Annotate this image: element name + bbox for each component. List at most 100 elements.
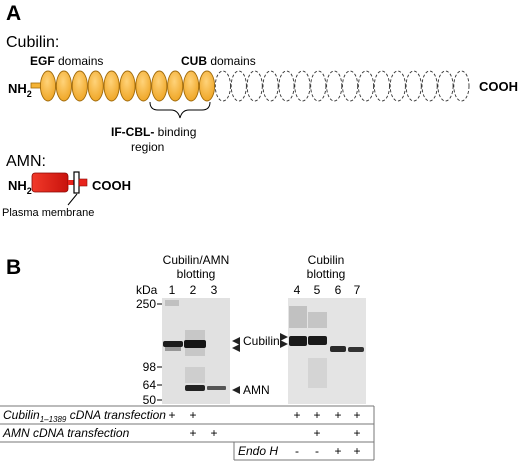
cubilin-nh2: NH2 xyxy=(8,81,32,99)
cubilin-domain-dashed xyxy=(357,70,375,102)
region-label: region xyxy=(131,140,164,154)
cubilin-domain-filled xyxy=(55,70,72,102)
lane-label: 3 xyxy=(211,283,218,297)
cubilin-domain-dashed xyxy=(246,70,263,102)
panel-b-label: B xyxy=(6,256,21,279)
cubilin-domain-dashed xyxy=(294,70,311,102)
smear xyxy=(185,367,205,383)
cubilin-domain-filled xyxy=(119,70,136,102)
marker-98: 98 xyxy=(143,360,157,374)
lane-label: 7 xyxy=(354,283,361,297)
cubilin-arrow-lower xyxy=(232,344,240,352)
cubilin-arrow-right-lower xyxy=(280,340,288,348)
cubilin-domain-filled xyxy=(198,70,216,102)
group2-title-line2: blotting xyxy=(307,267,346,281)
band-cubilin-lane2 xyxy=(184,340,206,348)
mark: - xyxy=(315,444,319,458)
group1-title-line1: Cubilin/AMN xyxy=(163,253,230,267)
amn-title: AMN: xyxy=(6,153,46,170)
amn-cytoplasmic-tail xyxy=(78,178,88,187)
cubilin-domain-dashed xyxy=(326,70,343,102)
blot-cubilin-amn xyxy=(162,298,230,404)
cubilin-arrow-upper xyxy=(232,337,240,345)
marker-64: 64 xyxy=(143,378,157,392)
cubilin-domain-dashed xyxy=(389,70,406,102)
marker-250: 250 xyxy=(136,297,156,311)
band-cubilin-lane6 xyxy=(330,346,346,352)
mark: + xyxy=(334,408,341,422)
band-label-cubilin: Cubilin xyxy=(243,334,280,348)
cubilin-domain-filled xyxy=(167,70,184,102)
mark: + xyxy=(168,408,175,422)
smear xyxy=(308,312,327,328)
cubilin-domain-dashed xyxy=(214,70,231,102)
mark: + xyxy=(353,444,360,458)
cubilin-domain-filled xyxy=(151,70,168,102)
lane-label: 1 xyxy=(169,283,176,297)
group2-title-line1: Cubilin xyxy=(308,253,345,267)
amn-nh2: NH2 xyxy=(8,178,32,196)
lane-label: 4 xyxy=(294,283,301,297)
cubilin-domain-filled xyxy=(87,70,104,102)
mark: + xyxy=(353,426,360,440)
band-tail xyxy=(165,347,181,351)
cubilin-domain-dashed xyxy=(342,70,359,102)
mark: + xyxy=(334,444,341,458)
plasma-membrane-bar xyxy=(73,171,80,194)
marker-50: 50 xyxy=(143,393,157,407)
cubilin-arrow-right-upper xyxy=(280,333,288,341)
band-amn-lane3 xyxy=(207,386,226,390)
cub-domains-label: CUB domains xyxy=(181,54,256,68)
row-cubilin-marks: + + + + + + xyxy=(168,408,360,422)
egf-domains-label: EGF domains xyxy=(30,54,103,68)
row-endo-h-label: Endo H xyxy=(238,444,278,458)
kda-label: kDa xyxy=(136,283,158,297)
mark: + xyxy=(293,408,300,422)
cubilin-domain-dashed xyxy=(453,70,470,102)
cubilin-title: Cubilin: xyxy=(6,34,59,51)
band-cubilin-lane1 xyxy=(163,341,183,347)
lane-label: 6 xyxy=(335,283,342,297)
cubilin-domain-filled xyxy=(135,70,152,102)
mark: + xyxy=(353,408,360,422)
cubilin-domain-dashed xyxy=(421,70,438,102)
plasma-membrane-label: Plasma membrane xyxy=(2,207,94,219)
mark: + xyxy=(210,426,217,440)
amn-extracellular-domain xyxy=(31,172,69,193)
cubilin-domain-dashed xyxy=(262,70,279,102)
cubilin-domain-dashed xyxy=(310,70,327,102)
membrane-pointer-line xyxy=(67,193,78,206)
cubilin-domain-dashed xyxy=(437,70,454,102)
cubilin-domain-filled xyxy=(39,70,57,102)
band-cubilin-lane7 xyxy=(348,347,364,352)
band-cubilin-lane5 xyxy=(308,336,327,345)
cubilin-domain-dashed xyxy=(278,70,295,102)
row-cubilin-transfection-label: Cubilin1–1389 cDNA transfection xyxy=(3,408,166,424)
band-label-amn: AMN xyxy=(243,383,270,397)
cubilin-domain-dashed xyxy=(230,70,247,102)
amn-cooh: COOH xyxy=(92,178,131,193)
mark: + xyxy=(313,426,320,440)
amn-arrow xyxy=(232,386,240,394)
ifcbl-brace xyxy=(149,101,211,119)
ifcbl-binding-label: IF-CBL- binding xyxy=(111,125,196,139)
amn-linker xyxy=(68,180,74,185)
cubilin-domain-filled xyxy=(103,70,120,102)
band-amn-lane2 xyxy=(185,385,205,391)
lane-label: 5 xyxy=(314,283,321,297)
mark: - xyxy=(295,444,299,458)
smear xyxy=(308,358,327,388)
cubilin-domain-filled xyxy=(183,70,200,102)
smear xyxy=(289,306,307,328)
smear xyxy=(165,300,179,306)
row-amn-transfection-label: AMN cDNA transfection xyxy=(2,426,130,440)
band-cubilin-lane4 xyxy=(289,336,307,346)
cubilin-domain-dashed xyxy=(405,70,422,102)
row-endo-h-marks: - - + + xyxy=(295,444,361,458)
cubilin-domain-filled xyxy=(71,70,88,102)
lane-label: 2 xyxy=(190,283,197,297)
cubilin-domain-dashed xyxy=(373,70,390,102)
mark: + xyxy=(189,426,196,440)
mark: + xyxy=(313,408,320,422)
